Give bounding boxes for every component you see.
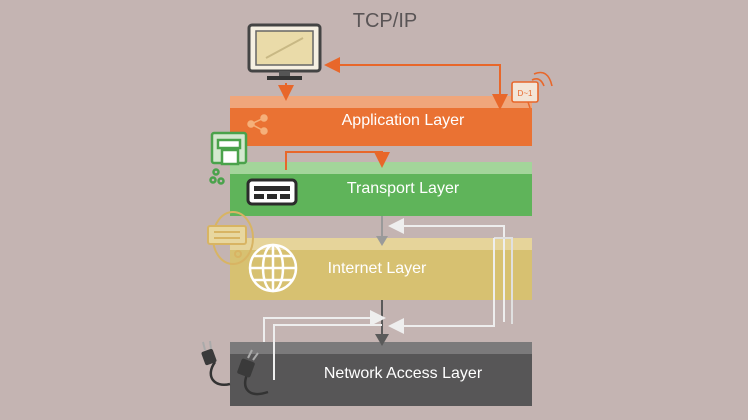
network-access-layer-label: Network Access Layer: [323, 365, 483, 382]
application-layer: Application Layer: [230, 96, 532, 146]
printer-icon: [209, 131, 248, 185]
wireless-device-icon: D~1: [511, 71, 553, 109]
globe-icon: [248, 243, 298, 293]
plug-icon: [201, 340, 269, 396]
transport-flow-arrows: [376, 216, 513, 334]
application-flow-arrows: [278, 57, 508, 170]
internet-flow-arrows: [263, 300, 389, 380]
device-screen-text: D~1: [518, 89, 533, 98]
application-layer-label: Application Layer: [341, 112, 465, 129]
face-icon: [207, 211, 254, 265]
monitor-icon: [247, 23, 322, 80]
transport-layer-label: Transport Layer: [346, 180, 460, 197]
share-icon: [247, 114, 268, 135]
terminal-icon: [246, 178, 298, 206]
diagram-title: TCP/IP: [352, 10, 418, 32]
internet-layer-label: Internet Layer: [327, 260, 427, 277]
network-access-layer: Network Access Layer: [230, 342, 532, 406]
